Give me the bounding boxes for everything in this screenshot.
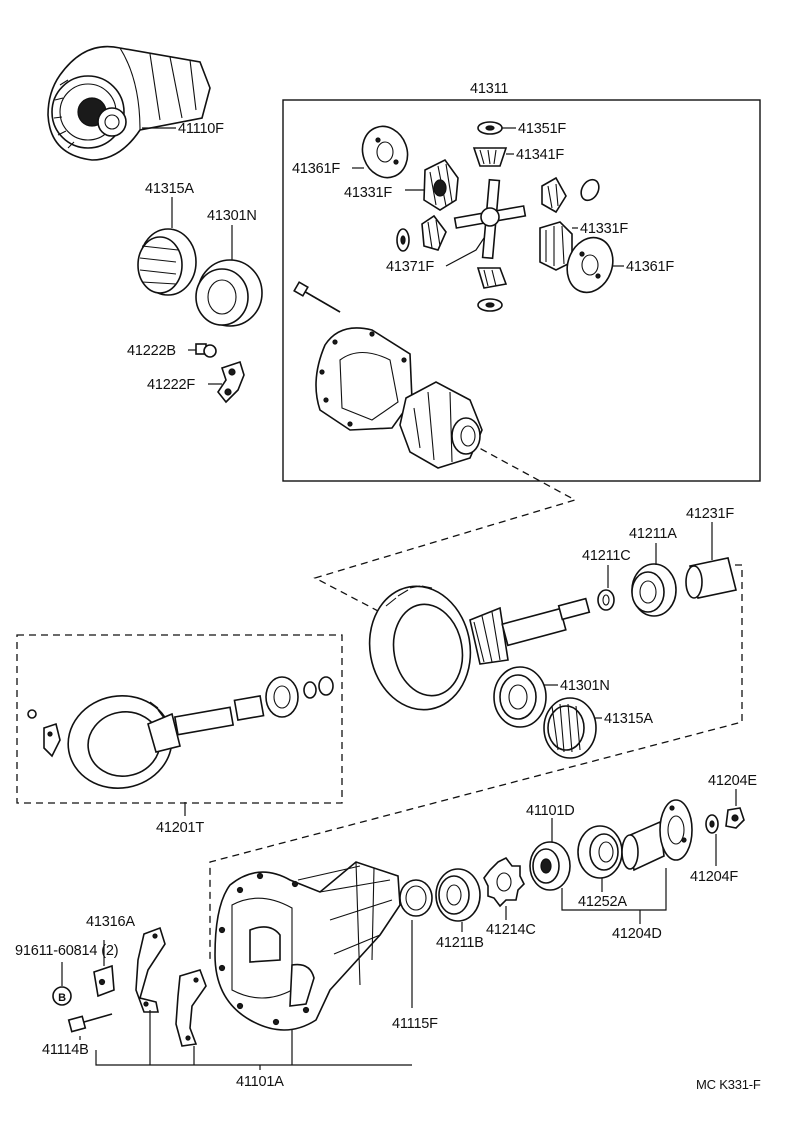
nut-41204E bbox=[725, 789, 745, 829]
dust-deflector-41252A bbox=[577, 825, 623, 892]
side-gear-41331F-left bbox=[405, 158, 459, 211]
bearing-cap-41316A bbox=[135, 926, 207, 1047]
label-41301N-top: 41301N bbox=[207, 208, 257, 224]
label-41214C: 41214C bbox=[486, 922, 536, 938]
bearing-41211B bbox=[435, 868, 481, 932]
companion-flange-41204D bbox=[621, 799, 693, 872]
label-41316A: 41316A bbox=[86, 914, 135, 930]
label-91611-qty: (2) bbox=[101, 943, 118, 959]
footer-code: MC K331-F bbox=[696, 1077, 761, 1092]
case-bolt bbox=[293, 281, 341, 313]
dashed-connector-right bbox=[209, 564, 743, 960]
label-41222F: 41222F bbox=[147, 377, 195, 393]
label-41371F: 41371F bbox=[386, 259, 434, 275]
label-41331F-right: 41331F bbox=[580, 221, 628, 237]
bearing-cone-41301N-mid bbox=[493, 666, 558, 728]
label-41301N-mid: 41301N bbox=[560, 678, 610, 694]
label-41341F: 41341F bbox=[516, 147, 564, 163]
washer-91611-60814 bbox=[93, 940, 115, 998]
pinion-gear-left bbox=[421, 214, 447, 251]
pinion-shaft-cross bbox=[453, 178, 527, 260]
pinion-gear-41341F bbox=[472, 147, 514, 167]
differential-case-kit-frame bbox=[282, 99, 761, 482]
label-41211B: 41211B bbox=[436, 935, 484, 951]
oil-seal-41101D bbox=[529, 818, 571, 891]
label-41101A: 41101A bbox=[236, 1074, 284, 1090]
dashed-connector-case bbox=[313, 442, 577, 613]
ring-gear-pinion-assembly bbox=[368, 585, 591, 711]
bearing-41211A bbox=[631, 543, 677, 617]
bolt-marker: B bbox=[52, 962, 72, 1006]
bracket-41101A bbox=[95, 1050, 412, 1066]
label-41351F: 41351F bbox=[518, 121, 566, 137]
ring-gear-kit-contents bbox=[27, 676, 334, 816]
differential-carrier-assembly bbox=[47, 45, 211, 161]
bearing-cup-41315A-top bbox=[137, 197, 197, 296]
washer-right-small bbox=[580, 178, 600, 202]
lock-plate-bolt-41222B bbox=[188, 343, 217, 358]
oil-seal-41115F bbox=[399, 879, 433, 1008]
ring-gear-kit-frame bbox=[16, 634, 343, 804]
thrust-washer-41361F-right bbox=[566, 236, 624, 294]
label-91611-part: 91611-60814 bbox=[15, 943, 97, 959]
pinion-gear-bottom bbox=[476, 267, 508, 289]
label-91611-60814: 91611-60814(2) bbox=[15, 943, 118, 959]
label-41315A-top: 41315A bbox=[145, 181, 194, 197]
bracket-41204D bbox=[561, 868, 667, 911]
label-41331F-left: 41331F bbox=[344, 185, 392, 201]
label-41101D: 41101D bbox=[526, 803, 575, 819]
differential-case-left bbox=[315, 327, 413, 431]
washer-left-small bbox=[396, 228, 410, 252]
washer-41351F bbox=[477, 121, 516, 135]
label-41204E: 41204E bbox=[708, 773, 757, 789]
leader-41371F bbox=[445, 237, 485, 267]
differential-carrier-housing-41101A bbox=[214, 861, 401, 1065]
pinion-gear-right bbox=[541, 176, 567, 214]
label-41201T: 41201T bbox=[156, 820, 204, 836]
bearing-cap-bolt-41114B bbox=[67, 1013, 113, 1040]
label-41231F: 41231F bbox=[686, 506, 734, 522]
bearing-cone-41301N-top bbox=[195, 225, 263, 327]
label-41361F-left: 41361F bbox=[292, 161, 340, 177]
spacer-41211C bbox=[597, 565, 615, 611]
label-41211A: 41211A bbox=[629, 526, 677, 542]
label-41115F: 41115F bbox=[392, 1016, 438, 1032]
differential-case-right bbox=[399, 381, 483, 469]
thrust-washer-41361F-left bbox=[352, 125, 409, 179]
label-41211C: 41211C bbox=[582, 548, 631, 564]
spacer-41231F bbox=[685, 522, 737, 599]
label-41311: 41311 bbox=[470, 81, 508, 97]
label-41110F: 41110F bbox=[178, 121, 224, 137]
label-41361F-right: 41361F bbox=[626, 259, 674, 275]
label-41204F: 41204F bbox=[690, 869, 738, 885]
washer-41214C bbox=[483, 856, 525, 920]
bolt-marker-letter: B bbox=[58, 992, 66, 1004]
lock-plate-41222F bbox=[208, 360, 245, 404]
washer-41204F bbox=[705, 814, 719, 866]
label-41204D: 41204D bbox=[612, 926, 662, 942]
washer-bottom bbox=[477, 298, 503, 312]
label-41315A-mid: 41315A bbox=[604, 711, 653, 727]
label-41252A: 41252A bbox=[578, 894, 627, 910]
label-41222B: 41222B bbox=[127, 343, 176, 359]
bearing-cup-41315A-mid bbox=[543, 697, 602, 759]
label-41114B: 41114B bbox=[42, 1042, 89, 1058]
